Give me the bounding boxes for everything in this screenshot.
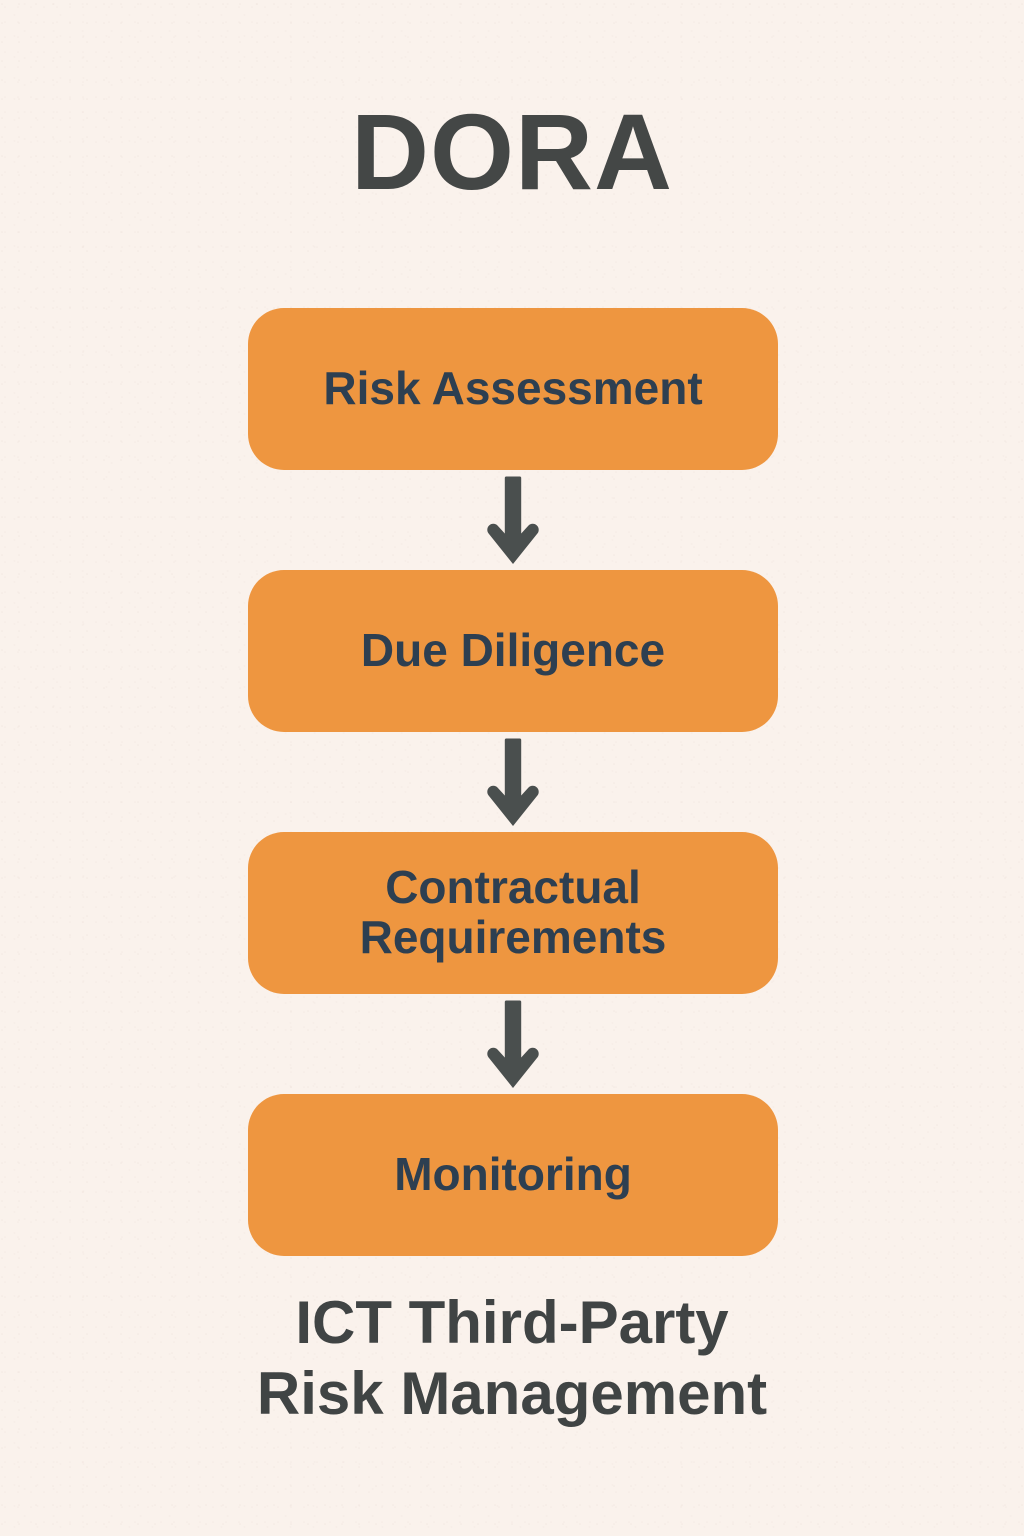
- flow-node-due-diligence[interactable]: Due Diligence: [248, 570, 778, 732]
- flow-node-label-line2: Requirements: [359, 911, 667, 963]
- flow-node-monitoring[interactable]: Monitoring: [248, 1094, 778, 1256]
- arrow-down-icon: [483, 996, 543, 1092]
- flow-connector-1: [248, 470, 778, 570]
- diagram-caption: ICT Third-Party Risk Management: [0, 1288, 1024, 1430]
- flow-node-label: Contractual Requirements: [359, 861, 667, 963]
- arrow-down-icon: [483, 472, 543, 568]
- flow-node-label: Monitoring: [394, 1148, 632, 1201]
- process-flow-diagram: Risk Assessment Due Diligence Contractua…: [248, 308, 778, 1256]
- flow-node-label: Risk Assessment: [323, 362, 703, 415]
- caption-line-1: ICT Third-Party: [295, 1289, 729, 1356]
- flow-node-contractual-requirements[interactable]: Contractual Requirements: [248, 832, 778, 994]
- flow-node-label: Due Diligence: [360, 624, 666, 677]
- caption-line-2: Risk Management: [256, 1359, 768, 1427]
- flow-connector-2: [248, 732, 778, 832]
- arrow-down-icon: [483, 734, 543, 830]
- flow-node-label-line1: Contractual: [385, 861, 641, 914]
- flow-node-risk-assessment[interactable]: Risk Assessment: [248, 308, 778, 470]
- page-title: DORA: [351, 91, 673, 212]
- flow-connector-3: [248, 994, 778, 1094]
